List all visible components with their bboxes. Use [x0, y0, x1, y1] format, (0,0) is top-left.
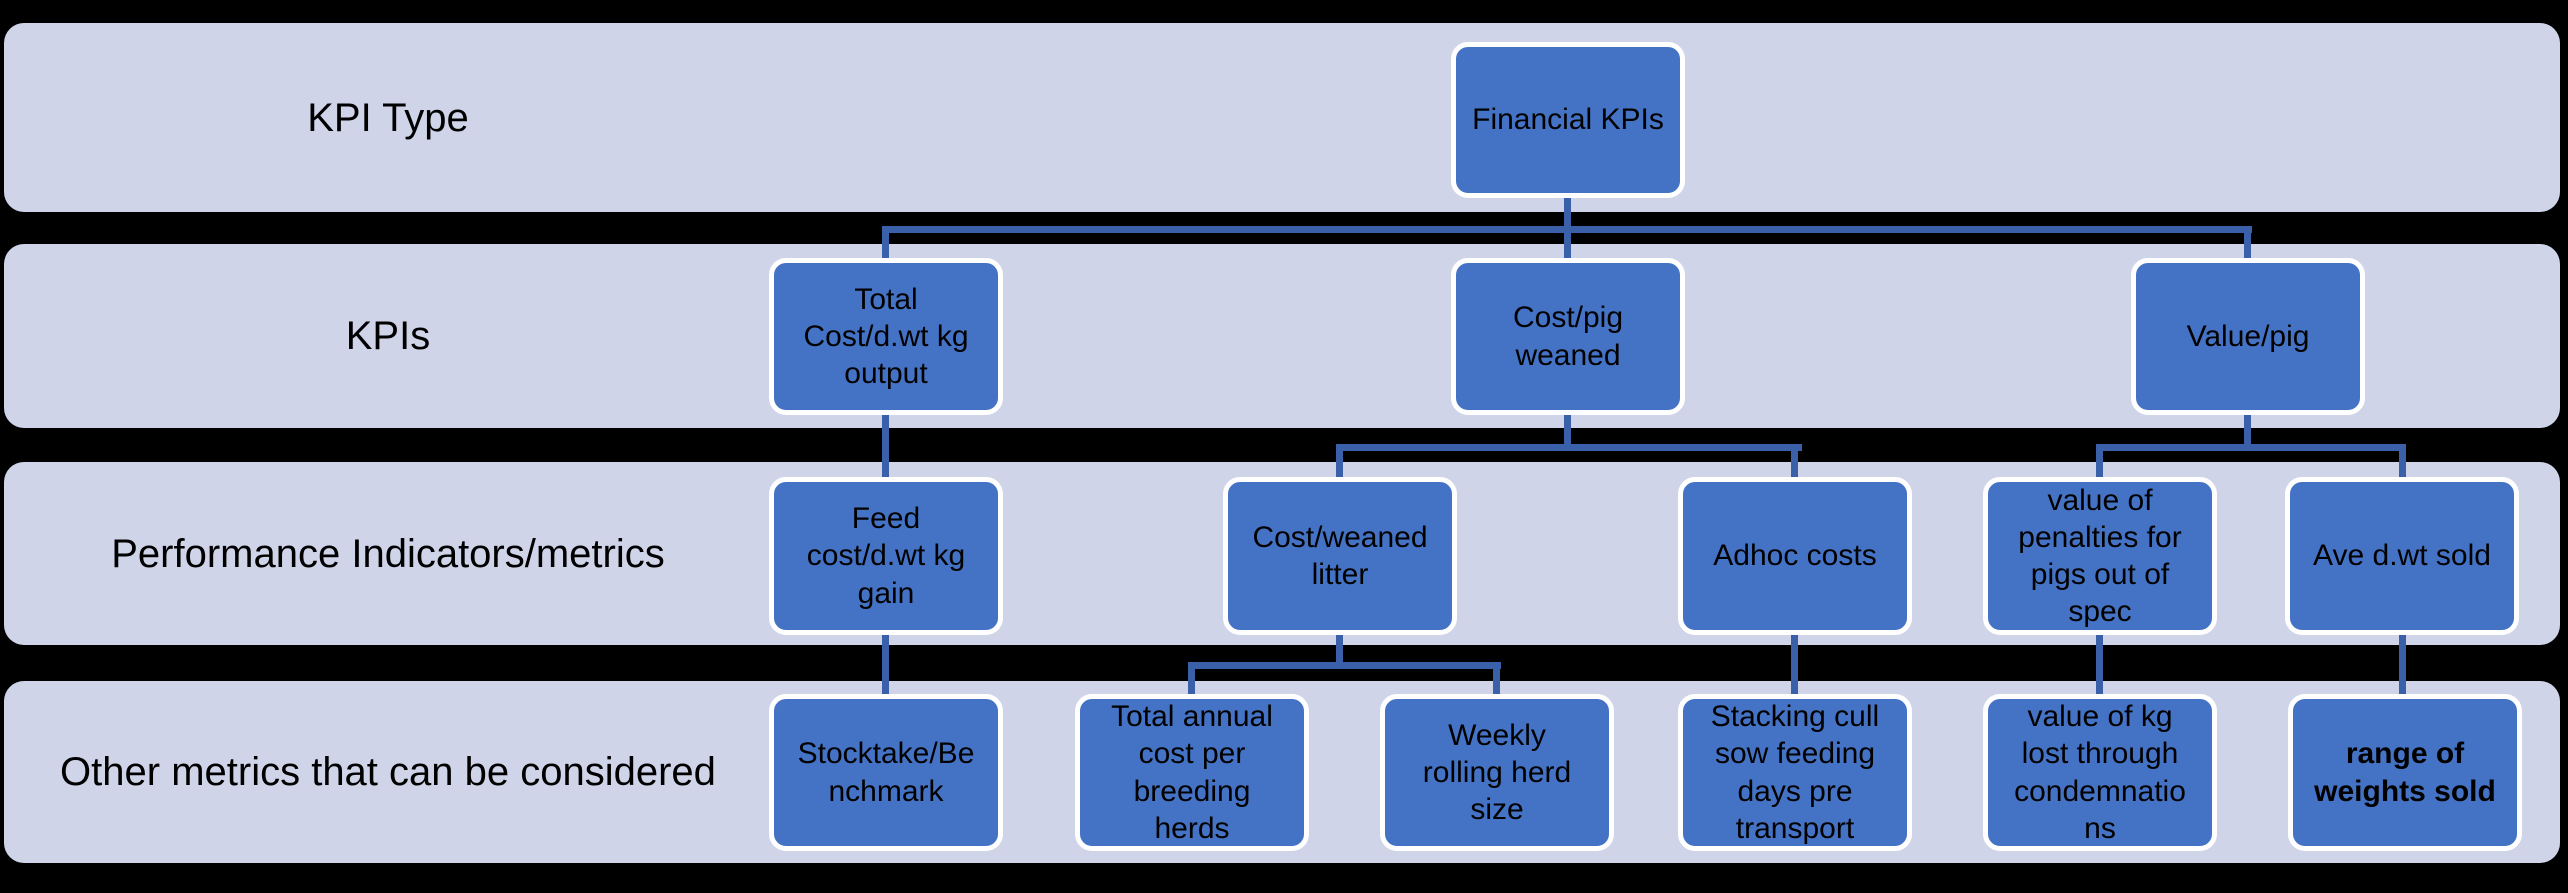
- node-feed-cost-dwt-kg-gain: Feed cost/d.wt kg gain: [769, 477, 1003, 635]
- connector-penalties-kglost: [2096, 634, 2103, 696]
- connector-drop-total-annual: [1188, 662, 1195, 696]
- connector-drop-ave-dwt: [2399, 444, 2406, 479]
- node-range-weights-sold: range of weights sold: [2288, 694, 2522, 851]
- connector-costpig-stem: [1564, 413, 1571, 449]
- row-label-kpi-type: KPI Type: [307, 95, 469, 140]
- connector-drop-penalties: [2096, 444, 2103, 479]
- node-value-kg-lost-condemnations: value of kg lost through condemnatio ns: [1983, 694, 2217, 851]
- row-label-other-metrics: Other metrics that can be considered: [60, 750, 716, 794]
- connector-drop-cost-weaned-litter: [1336, 444, 1343, 479]
- connector-totalcost-feedcost: [882, 413, 889, 479]
- connector-costpig-horizontal: [1336, 444, 1802, 451]
- connector-valuepig-stem: [2244, 413, 2251, 449]
- node-stacking-cull-sow-feeding-days: Stacking cull sow feeding days pre trans…: [1678, 694, 1912, 851]
- node-stocktake-benchmark: Stocktake/Be nchmark: [769, 694, 1003, 851]
- node-adhoc-costs: Adhoc costs: [1678, 477, 1912, 635]
- connector-costweaned-stem: [1336, 634, 1343, 667]
- connector-drop-weekly-rolling: [1493, 662, 1500, 696]
- connector-level1-horizontal: [882, 226, 2252, 233]
- connector-drop-value-pig: [2244, 226, 2251, 260]
- row-label-kpis: KPIs: [345, 314, 431, 358]
- connector-valuepig-horizontal: [2096, 444, 2406, 451]
- node-value-penalties-pigs-out-of-spec: value of penalties for pigs out of spec: [1983, 477, 2217, 635]
- band-kpi-type: [4, 23, 2560, 212]
- node-weekly-rolling-herd-size: Weekly rolling herd size: [1380, 694, 1614, 851]
- connector-costweaned-horizontal: [1188, 662, 1501, 669]
- connector-avedwt-range: [2399, 634, 2406, 696]
- node-financial-kpis: Financial KPIs: [1451, 42, 1685, 198]
- connector-feedcost-stocktake: [882, 634, 889, 696]
- node-value-pig: Value/pig: [2131, 258, 2365, 415]
- node-cost-weaned-litter: Cost/weaned litter: [1223, 477, 1457, 635]
- row-label-performance-indicators: Performance Indicators/metrics: [111, 531, 665, 576]
- node-ave-dwt-sold: Ave d.wt sold: [2285, 477, 2519, 635]
- node-total-annual-cost-breeding-herds: Total annual cost per breeding herds: [1075, 694, 1309, 851]
- connector-adhoc-stacking: [1791, 634, 1798, 696]
- connector-drop-adhoc-costs: [1791, 444, 1798, 479]
- node-total-cost-dwt-kg-output: Total Cost/d.wt kg output: [769, 258, 1003, 415]
- node-cost-pig-weaned: Cost/pig weaned: [1451, 258, 1685, 415]
- connector-drop-total-cost: [882, 226, 889, 260]
